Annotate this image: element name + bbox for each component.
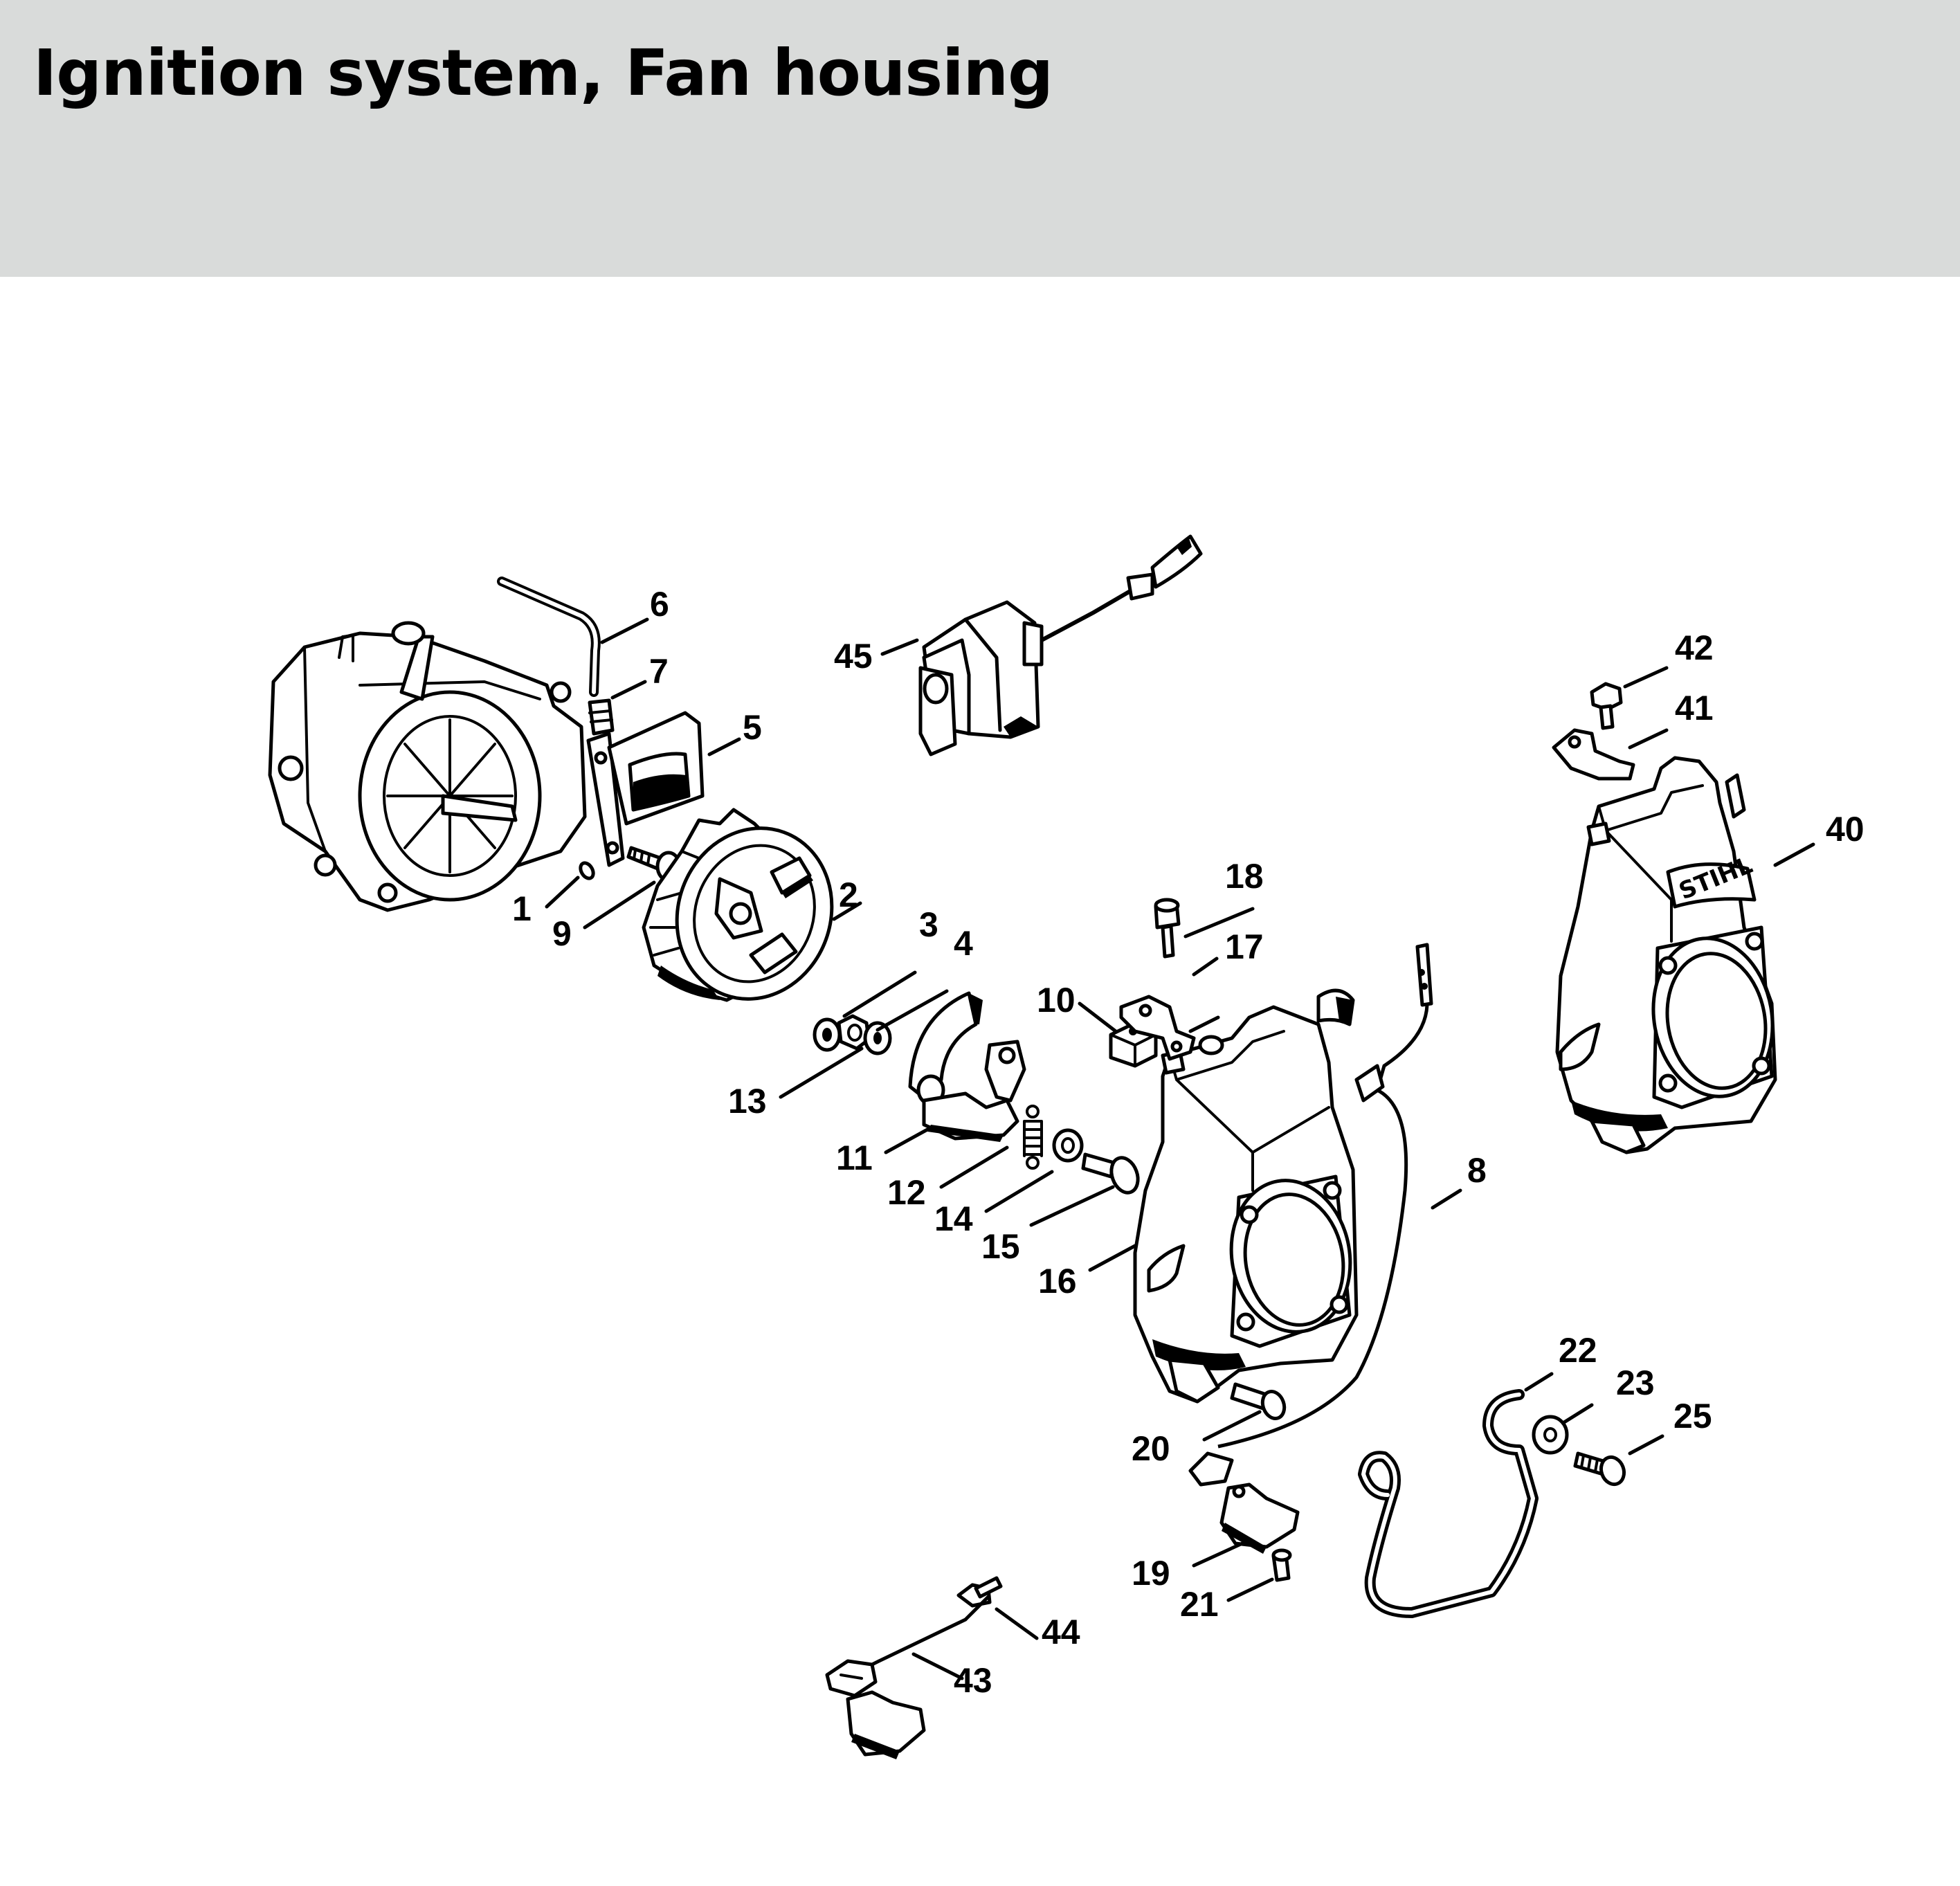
clutch-shoe-part-11 [922, 1040, 1026, 1142]
callout-6: 6 [650, 585, 669, 624]
callout-25: 25 [1673, 1397, 1712, 1435]
callout-10: 10 [1037, 981, 1076, 1019]
flywheel-part-2 [642, 808, 834, 1002]
callout-16: 16 [1038, 1262, 1077, 1300]
callout-9: 9 [552, 914, 572, 953]
washer-part-23 [1532, 1415, 1569, 1455]
callout-23: 23 [1616, 1363, 1655, 1402]
callout-42: 42 [1675, 628, 1714, 667]
screw-part-42 [1590, 682, 1623, 730]
callout-18: 18 [1225, 857, 1264, 896]
callout-2: 2 [839, 876, 858, 914]
callout-11: 11 [836, 1139, 873, 1177]
leader-lines [545, 617, 1815, 1680]
screw-part-21 [1271, 1548, 1292, 1582]
callout-45: 45 [834, 637, 873, 675]
callout-8: 8 [1467, 1151, 1487, 1190]
callout-13: 13 [728, 1082, 767, 1121]
fitting-part-7 [588, 698, 615, 736]
hose-part-6 [497, 577, 601, 697]
shoulder-bolt-part-15 [1081, 1152, 1140, 1195]
callout-40: 40 [1826, 810, 1864, 849]
washer-part-3 [813, 1017, 842, 1052]
page-title: Ignition system, Fan housing [33, 36, 1053, 110]
pin-part-1 [579, 861, 595, 880]
callout-17: 17 [1225, 927, 1264, 966]
screw-part-18 [1154, 898, 1181, 959]
fan-housing-part-16 [1133, 1005, 1359, 1404]
header-banner: Ignition system, Fan housing [0, 0, 1960, 277]
contact-wire-part-43 [825, 1583, 992, 1759]
callout-43: 43 [954, 1661, 992, 1700]
callout-5: 5 [743, 708, 762, 747]
callout-22: 22 [1559, 1331, 1597, 1370]
ignition-module-part-5 [586, 711, 705, 867]
callout-labels: 6 7 5 1 9 2 3 4 13 11 12 14 15 16 10 17 … [512, 585, 1864, 1700]
callout-21: 21 [1180, 1585, 1219, 1624]
washer-part-13 [863, 1021, 892, 1055]
callout-4: 4 [954, 924, 973, 963]
short-circuit-wire-part-8 [1217, 943, 1433, 1449]
callout-15: 15 [981, 1227, 1020, 1266]
fan-housing-part-40: STIHL [1555, 756, 1777, 1154]
bow-part-22 [1358, 1389, 1539, 1618]
callout-20: 20 [1132, 1429, 1170, 1468]
spring-part-12 [1023, 1105, 1043, 1170]
callout-7: 7 [649, 652, 669, 691]
screw-part-25 [1573, 1451, 1626, 1487]
ignition-coil-part-45 [918, 534, 1203, 756]
sleeve-part-44 [974, 1576, 1003, 1599]
crankcase-part [268, 621, 587, 912]
callout-14: 14 [934, 1199, 973, 1238]
exploded-parts-diagram: STIHL [0, 277, 1960, 1883]
callout-12: 12 [887, 1173, 926, 1212]
clutch-shoe-upper-part [908, 991, 983, 1106]
bracket-part-17 [1119, 995, 1196, 1061]
bracket-part-41 [1552, 728, 1635, 781]
callout-41: 41 [1675, 689, 1714, 727]
cap-part [1316, 988, 1355, 1026]
screw-part-20 [1230, 1382, 1287, 1420]
callout-3: 3 [919, 905, 938, 944]
callout-1: 1 [512, 889, 532, 928]
callout-19: 19 [1132, 1554, 1170, 1593]
washer-part-14 [1052, 1128, 1084, 1163]
callout-44: 44 [1042, 1613, 1080, 1651]
contact-part-19 [1188, 1451, 1300, 1554]
